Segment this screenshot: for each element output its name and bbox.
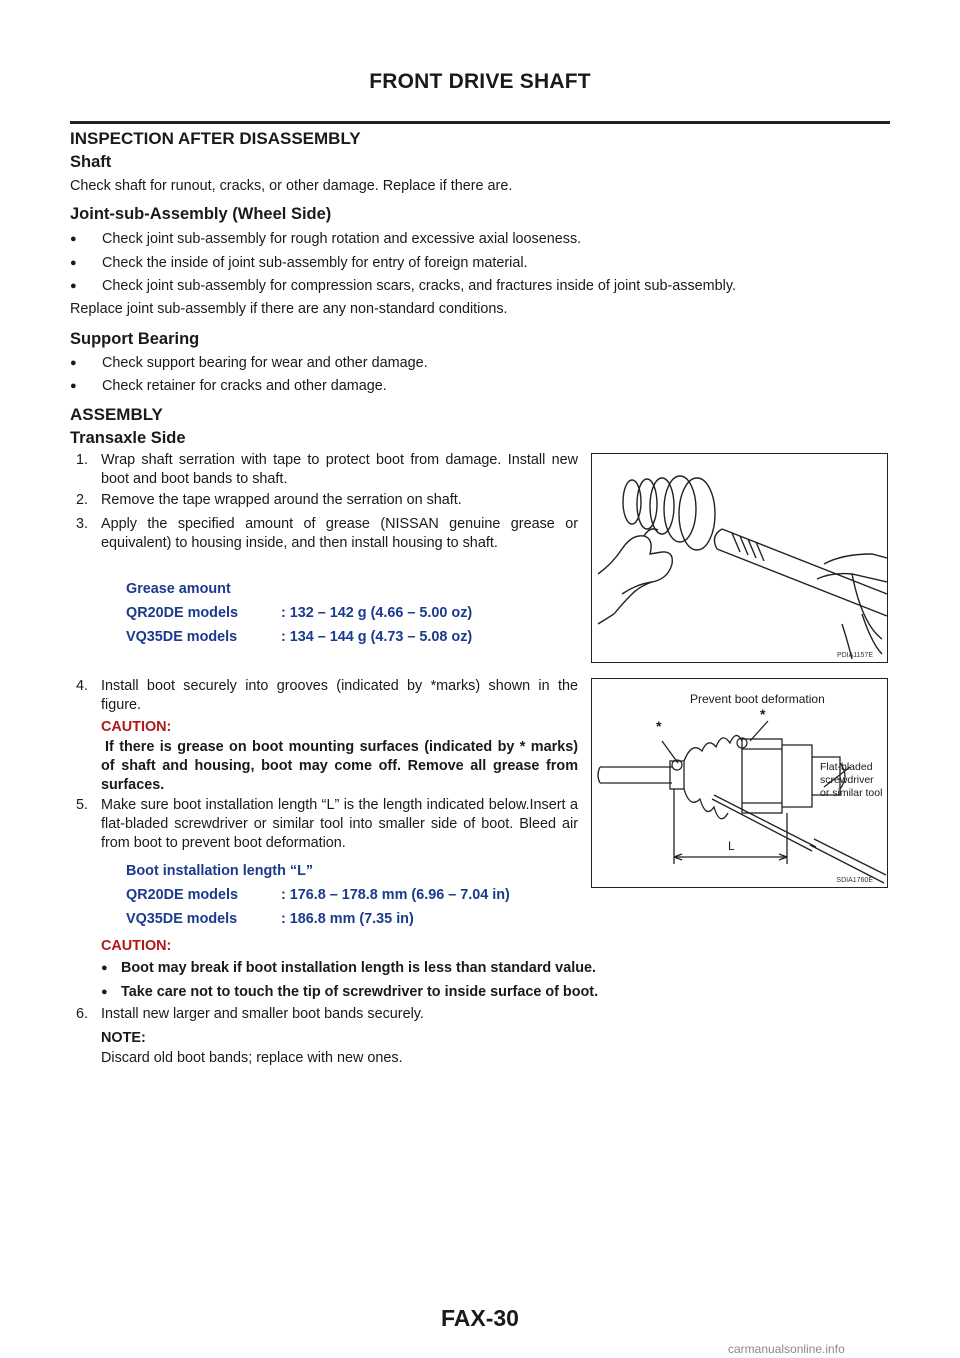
bullet-icon: ● bbox=[70, 257, 77, 269]
bullet-icon: ● bbox=[70, 233, 77, 245]
grease-model: VQ35DE models bbox=[126, 629, 238, 645]
figure-star: * bbox=[760, 706, 766, 722]
bullet-icon: ● bbox=[70, 380, 77, 392]
step-3: 3. Apply the specified amount of grease … bbox=[76, 516, 578, 551]
watermark: carmanualsonline.info bbox=[728, 1342, 845, 1356]
section-title-assembly: ASSEMBLY bbox=[70, 405, 163, 424]
boot-length-illustration bbox=[597, 720, 887, 884]
figure-star: * bbox=[656, 718, 662, 734]
joint-heading: Joint-sub-Assembly (Wheel Side) bbox=[70, 205, 332, 223]
joint-note: Replace joint sub-assembly if there are … bbox=[70, 301, 508, 317]
shaft-text: Check shaft for runout, cracks, or other… bbox=[70, 178, 513, 194]
joint-item: ● Check joint sub-assembly for compressi… bbox=[70, 278, 736, 294]
title-rule bbox=[70, 121, 890, 124]
bullet-icon: ● bbox=[101, 962, 108, 974]
step-6: 6. Install new larger and smaller boot b… bbox=[76, 1006, 424, 1022]
bearing-item: ● Check retainer for cracks and other da… bbox=[70, 378, 387, 394]
caution-text: If there is grease on boot mounting surf… bbox=[101, 739, 578, 793]
caution-label: CAUTION: bbox=[101, 938, 172, 954]
caution-item: ● Take care not to touch the tip of scre… bbox=[101, 984, 599, 1000]
boot-install-illustration bbox=[597, 475, 888, 660]
bearing-heading: Support Bearing bbox=[70, 330, 200, 348]
grease-value: : 134 – 144 g (4.73 – 5.08 oz) bbox=[281, 629, 473, 645]
length-value: : 176.8 – 178.8 mm (6.96 – 7.04 in) bbox=[281, 887, 510, 903]
transaxle-heading: Transaxle Side bbox=[70, 429, 186, 447]
step-2: 2. Remove the tape wrapped around the se… bbox=[76, 492, 462, 508]
bullet-icon: ● bbox=[70, 280, 77, 292]
grease-label: Grease amount bbox=[126, 581, 231, 597]
figure-boot-length: Prevent boot deformation * * Flat-bladed… bbox=[591, 678, 888, 888]
page-number: FAX-30 bbox=[441, 1305, 519, 1331]
length-label: Boot installation length “L” bbox=[126, 863, 314, 879]
figure-label-tool: Flat-bladed screwdriver or similar tool bbox=[820, 761, 883, 799]
bearing-item: ● Check support bearing for wear and oth… bbox=[70, 355, 428, 371]
grease-model: QR20DE models bbox=[126, 605, 238, 621]
bullet-icon: ● bbox=[70, 357, 77, 369]
figure-boot-install: PDIA1157E bbox=[591, 453, 888, 663]
figure-label-L: L bbox=[728, 839, 735, 853]
length-model: VQ35DE models bbox=[126, 911, 238, 927]
grease-value: : 132 – 142 g (4.66 – 5.00 oz) bbox=[281, 605, 473, 621]
note-text: Discard old boot bands; replace with new… bbox=[101, 1050, 403, 1066]
caution-item: ● Boot may break if boot installation le… bbox=[101, 960, 596, 976]
section-title-inspection: INSPECTION AFTER DISASSEMBLY bbox=[70, 129, 361, 148]
bullet-icon: ● bbox=[101, 986, 108, 998]
figure-code: PDIA1157E bbox=[836, 652, 873, 659]
step-5: 5. Make sure boot installation length “L… bbox=[76, 797, 578, 851]
length-model: QR20DE models bbox=[126, 887, 238, 903]
step-1: 1. Wrap shaft serration with tape to pro… bbox=[76, 452, 578, 487]
figure-code: SDIA1760E bbox=[836, 877, 873, 884]
joint-item: ● Check joint sub-assembly for rough rot… bbox=[70, 231, 582, 247]
joint-item: ● Check the inside of joint sub-assembly… bbox=[70, 255, 528, 271]
length-value: : 186.8 mm (7.35 in) bbox=[281, 911, 414, 927]
shaft-heading: Shaft bbox=[70, 153, 112, 171]
caution-label: CAUTION: bbox=[101, 719, 172, 735]
figure-label-prevent: Prevent boot deformation bbox=[690, 692, 825, 706]
step-4: 4. Install boot securely into grooves (i… bbox=[76, 678, 578, 713]
note-label: NOTE: bbox=[101, 1030, 146, 1046]
page-title: FRONT DRIVE SHAFT bbox=[369, 70, 591, 93]
